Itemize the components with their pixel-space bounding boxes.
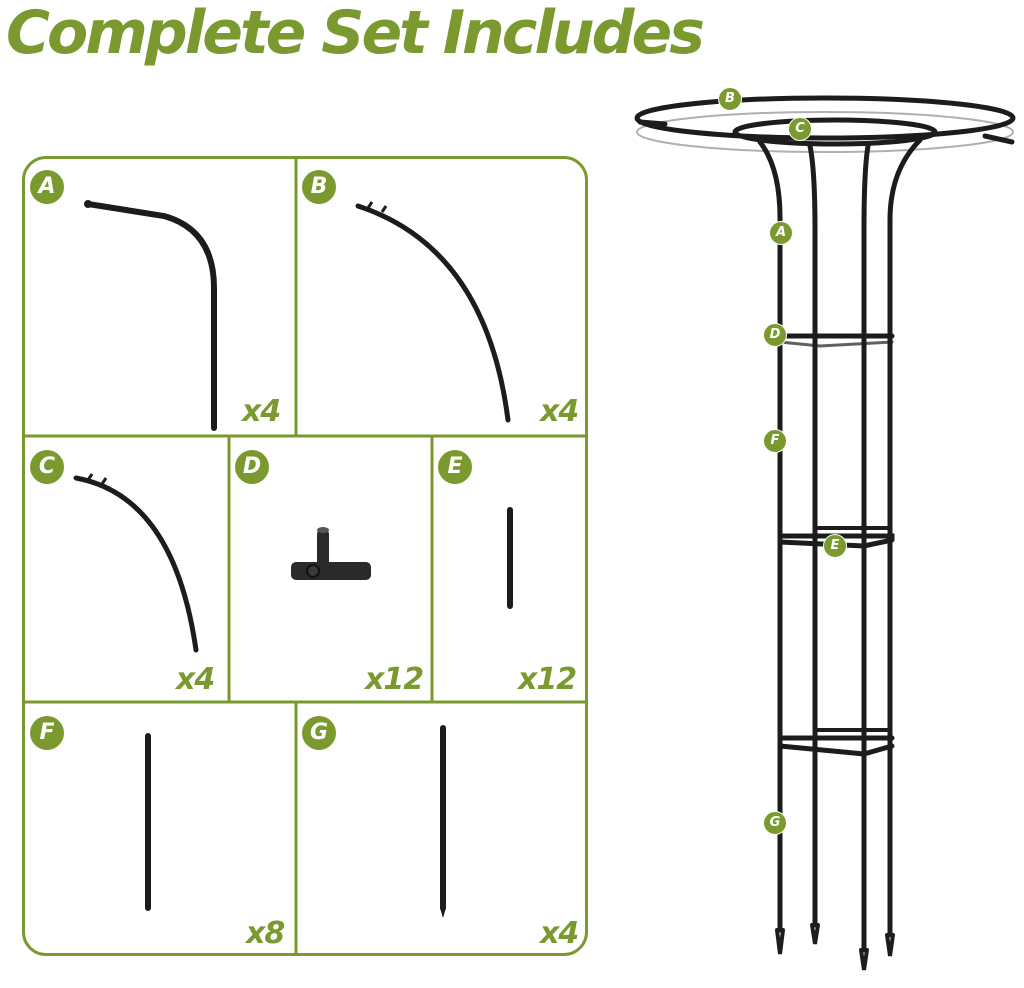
- diagram-label-d: D: [763, 323, 787, 347]
- diagram-label-e: E: [823, 534, 847, 558]
- part-cell-g: G x4: [296, 702, 586, 954]
- part-d-image: [291, 527, 371, 580]
- part-qty-d: x12: [365, 662, 424, 697]
- part-badge-g: G: [302, 716, 336, 750]
- part-badge-b: B: [302, 170, 336, 204]
- part-g-image: [440, 725, 446, 918]
- part-cell-f: F x8: [24, 702, 296, 954]
- part-qty-b: x4: [540, 394, 579, 429]
- assembled-trellis-diagram: B C A D F E G: [620, 70, 1024, 988]
- part-cell-a: A x4: [24, 158, 296, 436]
- part-qty-g: x4: [540, 916, 579, 951]
- page-title: Complete Set Includes: [6, 0, 705, 68]
- parts-grid: [22, 156, 588, 956]
- diagram-label-g: G: [763, 811, 787, 835]
- diagram-label-c: C: [788, 117, 812, 141]
- diagram-label-b: B: [718, 87, 742, 111]
- part-qty-a: x4: [242, 394, 281, 429]
- trellis-drawing: [634, 95, 1016, 971]
- diagram-label-f: F: [763, 429, 787, 453]
- part-cell-e: E x12: [432, 436, 586, 702]
- part-c-image: [73, 473, 199, 653]
- part-f-image: [145, 733, 151, 911]
- part-b-image: [355, 201, 511, 423]
- part-cell-d: D x12: [229, 436, 432, 702]
- part-badge-d: D: [235, 450, 269, 484]
- part-badge-f: F: [30, 716, 64, 750]
- part-cell-b: B x4: [296, 158, 586, 436]
- part-a-image: [84, 200, 217, 431]
- part-badge-a: A: [30, 170, 64, 204]
- part-e-image: [507, 507, 513, 609]
- part-qty-f: x8: [246, 916, 285, 951]
- part-cell-c: C x4: [24, 436, 229, 702]
- part-badge-e: E: [438, 450, 472, 484]
- part-qty-c: x4: [176, 662, 215, 697]
- part-qty-e: x12: [518, 662, 577, 697]
- part-badge-c: C: [30, 450, 64, 484]
- diagram-label-a: A: [769, 221, 793, 245]
